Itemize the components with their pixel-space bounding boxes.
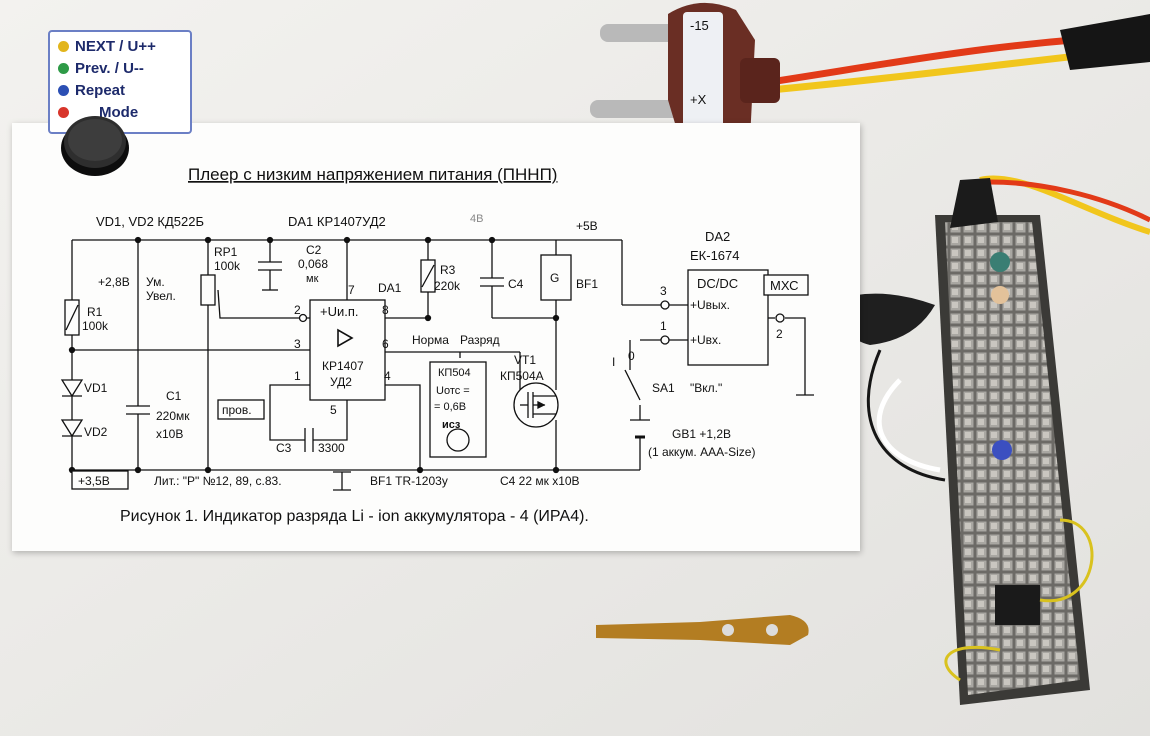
legend-dot-blue — [58, 85, 69, 96]
label-lit: Лит.: "Р" №12, 89, с.83. — [154, 474, 282, 488]
label-r3: R3 — [440, 263, 456, 277]
label-vt1: VT1 — [514, 353, 536, 367]
legend-dot-red — [58, 107, 69, 118]
brass-tool — [596, 615, 809, 645]
label-isz: исз — [442, 419, 461, 431]
label-norma: Норма — [412, 333, 449, 347]
label-da1-top: DA1 КР1407УД2 — [288, 214, 386, 229]
label-kp504: КП504 — [438, 367, 471, 379]
label-handwritten-4v: 4В — [470, 213, 483, 225]
label-dc-pin2: 2 — [776, 327, 783, 341]
label-dcdc: DC/DC — [697, 276, 738, 291]
label-uvh: +Uвх. — [690, 333, 721, 347]
label-switch-o: 0 — [628, 349, 635, 363]
legend-item-mode: Mode — [58, 104, 138, 121]
schematic-labels: Плеер с низким напряжением питания (ПННП… — [78, 165, 798, 525]
label-bf1: BF1 — [576, 277, 598, 291]
label-uvyh: +Uвых. — [690, 298, 730, 312]
label-gb1: GB1 +1,2В — [672, 427, 731, 441]
legend-dot-yellow — [58, 41, 69, 52]
label-bf1-bottom: BF1 TR-1203у — [370, 474, 448, 488]
label-c2: C2 — [306, 243, 322, 257]
label-uvel: Увел. — [146, 289, 176, 303]
label-dc-pin1: 1 — [660, 319, 667, 333]
power-wires — [769, 14, 1150, 94]
label-pin5: 5 — [330, 403, 337, 417]
label-c1: C1 — [166, 389, 182, 403]
label-plus28: +2,8В — [98, 275, 130, 289]
label-gb1-note: (1 аккум. ААА-Size) — [648, 445, 755, 459]
label-c4: C4 — [508, 277, 524, 291]
schematic-components — [60, 236, 809, 491]
label-razryad: Разряд — [460, 333, 500, 347]
label-kr1407: КР1407 — [322, 359, 364, 373]
legend-dot-green — [58, 63, 69, 74]
label-prov: пров. — [222, 403, 252, 417]
label-uots: Uотс = — [436, 385, 470, 397]
legend-item-prev: Prev. / U-- — [58, 60, 144, 77]
schematic-title: Плеер с низким напряжением питания (ПННП… — [188, 165, 557, 184]
label-ek1674: ЕК-1674 — [690, 248, 740, 263]
label-c1-volt: х10В — [156, 427, 183, 441]
label-vd2: VD2 — [84, 425, 108, 439]
plug-mark-minus: -15 — [690, 18, 709, 33]
label-c3-val: 3300 — [318, 441, 345, 455]
label-mxc: МХС — [770, 278, 798, 293]
label-kp504a: КП504А — [500, 369, 544, 383]
label-c2-unit: мк — [306, 273, 319, 285]
label-vkl: "Вкл." — [690, 381, 722, 395]
label-c4-bottom: C4 22 мк х10В — [500, 474, 580, 488]
coin-cell-battery — [61, 116, 129, 176]
label-r3-val: 220k — [434, 279, 461, 293]
legend-item-repeat: Repeat — [58, 82, 125, 99]
label-rp1-val: 100k — [214, 259, 241, 273]
plug-labels: -15 +X — [690, 18, 709, 107]
circuit-board — [935, 215, 1090, 705]
label-da1-small: DA1 — [378, 281, 402, 295]
label-plus35: +3,5В — [78, 474, 110, 488]
label-pin4: 4 — [384, 369, 391, 383]
label-r1-val: 100k — [82, 319, 109, 333]
schematic-wires — [71, 239, 814, 471]
label-pin2: 2 — [294, 303, 301, 317]
label-um: Ум. — [146, 275, 165, 289]
label-r1: R1 — [87, 305, 103, 319]
board-wires — [866, 175, 1150, 682]
label-c1-val: 220мк — [156, 409, 190, 423]
label-pin6: 6 — [382, 337, 389, 351]
label-pin8: 8 — [382, 303, 389, 317]
label-ud2: УД2 — [330, 375, 352, 389]
plug-mark-plus: +X — [690, 92, 707, 107]
legend-card: NEXT / U++ Prev. / U-- Repeat Mode — [48, 30, 192, 134]
label-uip: +Uи.п. — [320, 304, 359, 319]
figure-caption: Рисунок 1. Индикатор разряда Li - ion ак… — [120, 508, 589, 525]
legend-item-next: NEXT / U++ — [58, 38, 156, 55]
label-plus5v: +5В — [576, 219, 598, 233]
label-dc-pin3: 3 — [660, 284, 667, 298]
label-switch-i: I — [612, 355, 615, 369]
label-g: G — [550, 271, 559, 285]
label-uots-val: = 0,6В — [434, 401, 466, 413]
label-sa1: SA1 — [652, 381, 675, 395]
label-c3: C3 — [276, 441, 292, 455]
buzzer-film — [835, 293, 935, 345]
label-vd1: VD1 — [84, 381, 108, 395]
label-da2: DA2 — [705, 229, 730, 244]
label-pin3: 3 — [294, 337, 301, 351]
power-plug — [590, 2, 780, 151]
label-c2-val: 0,068 — [298, 257, 328, 271]
label-rp1: RP1 — [214, 245, 238, 259]
label-vd-top: VD1, VD2 КД522Б — [96, 214, 204, 229]
label-pin1: 1 — [294, 369, 301, 383]
label-pin7: 7 — [348, 283, 355, 297]
